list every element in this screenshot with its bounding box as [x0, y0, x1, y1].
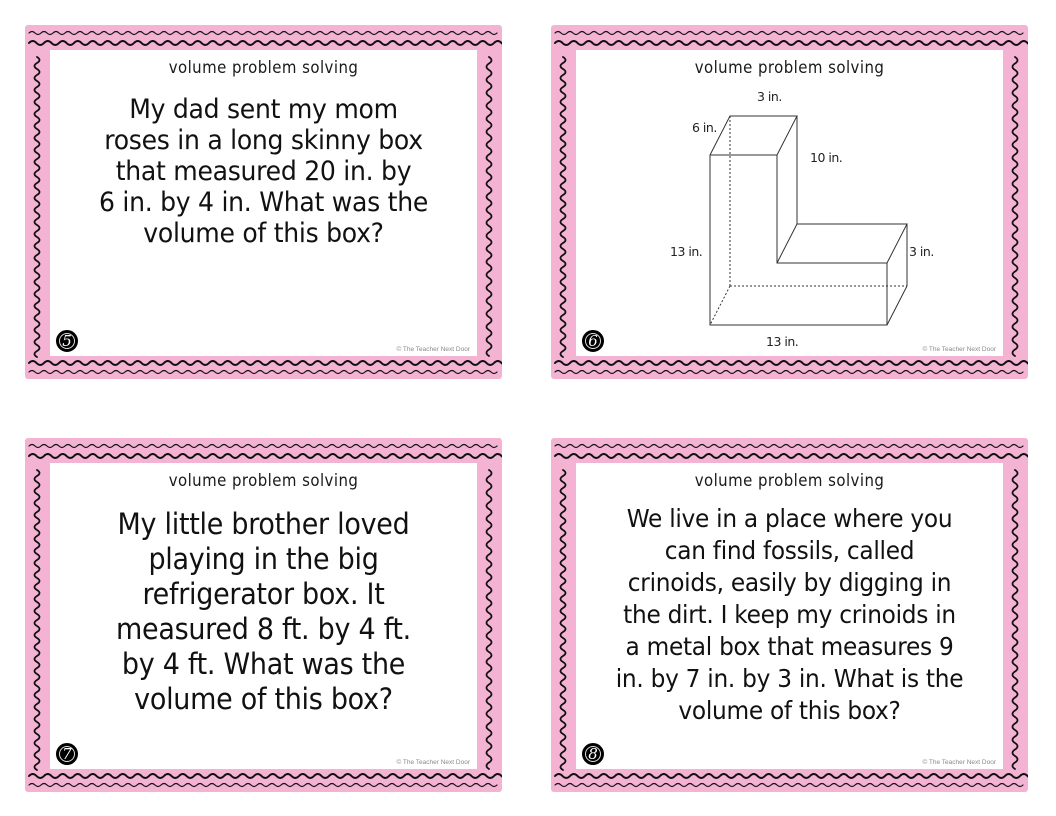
question-line: crinoids, easily by digging in	[627, 568, 952, 597]
question-line: that measured 20 in. by	[115, 156, 412, 187]
task-card-7: volume problem solving My little brother…	[25, 438, 502, 792]
card-body: volume problem solving My little brother…	[50, 463, 477, 769]
card-number-badge: 6	[582, 330, 604, 352]
copyright-text: © The Teacher Next Door	[922, 346, 996, 353]
card-body: volume problem solving 3 in. 6 in. 10 in…	[576, 50, 1003, 356]
copyright-text: © The Teacher Next Door	[922, 759, 996, 766]
question-line: can find fossils, called	[664, 536, 915, 565]
squiggle-border	[28, 30, 502, 375]
question-line: volume of this box?	[678, 696, 901, 725]
question-line: the dirt. I keep my crinoids in	[623, 600, 956, 629]
label-inner-height: 10 in.	[810, 150, 842, 165]
question-line: 6 in. by 4 in. What was the	[98, 187, 429, 218]
card-heading: volume problem solving	[694, 471, 885, 491]
question-text: We live in a place where you can find fo…	[598, 503, 980, 727]
card-heading: volume problem solving	[168, 58, 359, 78]
card-number: 7	[62, 744, 72, 763]
card-number-badge: 8	[582, 743, 604, 765]
task-card-8: volume problem solving We live in a plac…	[551, 438, 1028, 792]
label-depth: 6 in.	[692, 120, 717, 135]
card-body: volume problem solving My dad sent my mo…	[50, 50, 477, 356]
question-line: My dad sent my mom	[129, 94, 398, 125]
question-text: My dad sent my mom roses in a long skinn…	[72, 94, 454, 249]
question-line: measured 8 ft. by 4 ft.	[116, 612, 411, 646]
question-line: a metal box that measures 9	[625, 632, 954, 661]
question-line: refrigerator box. It	[142, 577, 385, 611]
label-base-length: 13 in.	[766, 334, 798, 349]
question-text: My little brother loved playing in the b…	[72, 507, 454, 717]
card-number: 8	[588, 744, 598, 763]
question-line: roses in a long skinny box	[104, 125, 423, 156]
question-line: playing in the big	[148, 542, 379, 576]
question-line: volume of this box?	[134, 682, 393, 716]
question-line: in. by 7 in. by 3 in. What is the	[615, 664, 964, 693]
label-step-height: 3 in.	[909, 244, 934, 259]
label-total-height: 13 in.	[670, 244, 702, 259]
squiggle-border	[554, 443, 1028, 788]
card-heading: volume problem solving	[168, 471, 359, 491]
label-top-width: 3 in.	[757, 89, 782, 104]
squiggle-border	[28, 443, 502, 788]
task-card-6: volume problem solving 3 in. 6 in. 10 in…	[551, 25, 1028, 379]
card-number: 6	[588, 331, 598, 350]
question-line: volume of this box?	[143, 218, 384, 249]
card-heading: volume problem solving	[694, 58, 885, 78]
card-number-badge: 5	[56, 330, 78, 352]
l-shaped-prism-diagram: 3 in. 6 in. 10 in. 13 in. 3 in. 13 in.	[670, 89, 934, 349]
question-line: We live in a place where you	[626, 504, 953, 533]
squiggle-border	[554, 30, 1028, 375]
copyright-text: © The Teacher Next Door	[396, 346, 470, 353]
card-number: 5	[62, 331, 72, 350]
card-body: volume problem solving We live in a plac…	[576, 463, 1003, 769]
card-number-badge: 7	[56, 743, 78, 765]
copyright-text: © The Teacher Next Door	[396, 759, 470, 766]
question-line: by 4 ft. What was the	[121, 647, 406, 681]
question-line: My little brother loved	[117, 507, 410, 541]
task-card-5: volume problem solving My dad sent my mo…	[25, 25, 502, 379]
